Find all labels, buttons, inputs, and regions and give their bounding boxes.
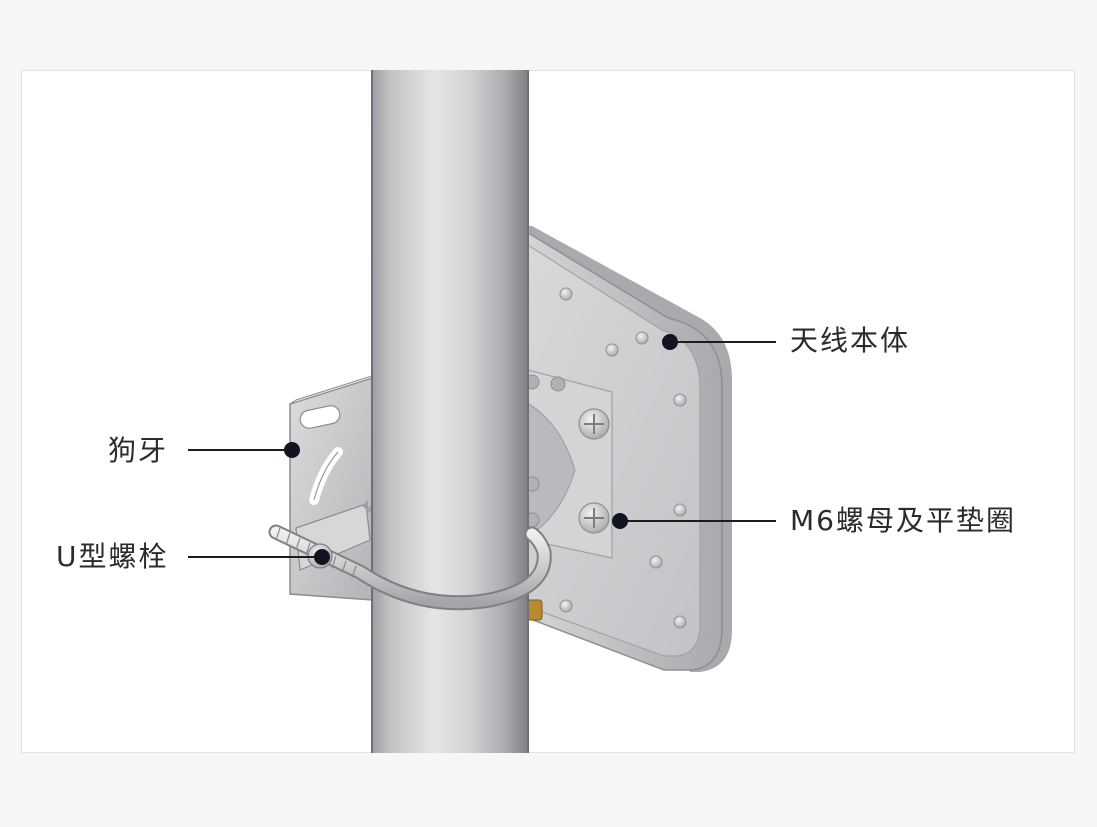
label-nut-washer: M6螺母及平垫圈 bbox=[790, 504, 1016, 537]
label-dog-tooth: 狗牙 bbox=[108, 434, 169, 467]
marker-dot bbox=[612, 513, 628, 529]
marker-dots bbox=[284, 334, 678, 565]
mounting-pole bbox=[372, 70, 528, 753]
label-antenna-body: 天线本体 bbox=[790, 324, 911, 357]
marker-dot bbox=[284, 442, 300, 458]
label-u-bolt: U型螺栓 bbox=[56, 540, 169, 573]
leader-lines bbox=[188, 341, 776, 558]
marker-dot bbox=[314, 549, 330, 565]
marker-dot bbox=[662, 334, 678, 350]
